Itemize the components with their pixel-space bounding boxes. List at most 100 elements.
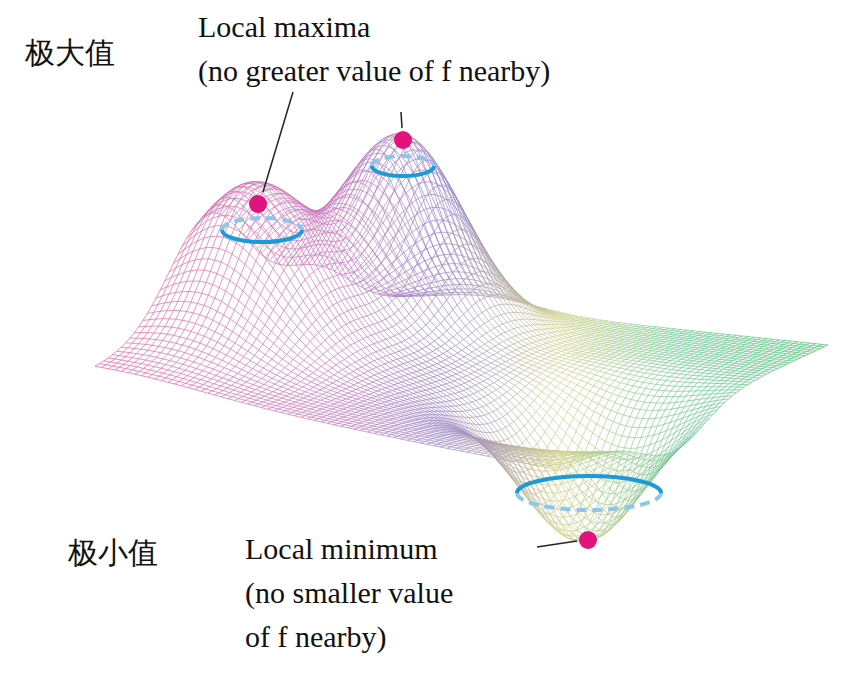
mesh-line	[213, 311, 217, 320]
mesh-line	[254, 227, 260, 233]
mesh-line	[421, 280, 425, 285]
mesh-line	[169, 319, 176, 320]
mesh-line	[217, 311, 224, 315]
mesh-line	[108, 366, 112, 369]
mesh-line	[150, 339, 157, 340]
mesh-line	[145, 344, 152, 345]
mesh-line	[115, 370, 122, 371]
mesh-line	[330, 224, 334, 225]
mesh-line	[194, 378, 201, 380]
mesh-line	[171, 319, 175, 327]
mesh-line	[380, 150, 384, 153]
mesh-line	[252, 261, 256, 271]
mesh-line	[254, 288, 260, 295]
mesh-line	[189, 362, 193, 366]
mesh-line	[144, 365, 148, 368]
mesh-line	[239, 329, 243, 336]
mesh-line	[150, 370, 157, 372]
mesh-line	[119, 367, 126, 368]
mesh-line	[219, 324, 226, 328]
mesh-line	[115, 359, 122, 360]
mesh-line	[189, 347, 196, 349]
mesh-line	[219, 315, 223, 324]
mesh-line	[245, 192, 252, 194]
mesh-line	[206, 271, 210, 282]
mesh-line	[450, 254, 454, 263]
mesh-line	[148, 375, 152, 378]
mesh-line	[231, 349, 238, 353]
mesh-line	[198, 326, 202, 334]
mesh-line	[172, 380, 179, 382]
mesh-line	[245, 306, 252, 312]
mesh-line	[186, 381, 190, 384]
mesh-line	[126, 338, 130, 343]
mesh-line	[108, 355, 112, 358]
mesh-line	[168, 382, 175, 384]
mesh-line	[179, 364, 183, 368]
mesh-line	[182, 239, 186, 247]
mesh-line	[185, 322, 189, 330]
mesh-line	[243, 187, 249, 188]
mesh-line	[224, 339, 228, 346]
mesh-line	[123, 352, 130, 353]
mesh-line	[224, 346, 231, 350]
mesh-line	[256, 243, 262, 250]
mesh-line	[156, 340, 163, 341]
mesh-line	[439, 293, 445, 294]
mesh-line	[247, 281, 254, 288]
mesh-line	[265, 277, 269, 286]
mesh-line	[248, 321, 255, 327]
mesh-line	[163, 370, 167, 373]
mesh-line	[204, 329, 208, 337]
mesh-line	[135, 359, 139, 363]
mesh-line	[467, 285, 473, 286]
mesh-line	[183, 364, 190, 366]
mesh-line	[196, 368, 203, 370]
mesh-line	[182, 320, 189, 321]
mesh-line	[154, 333, 161, 334]
mesh-line	[169, 335, 173, 342]
mesh-line	[134, 344, 138, 349]
mesh-line	[165, 365, 172, 367]
mesh-line	[250, 297, 257, 304]
mesh-line	[150, 367, 154, 370]
mesh-line	[133, 367, 137, 370]
mesh-line	[228, 296, 232, 306]
mesh-line	[161, 353, 168, 355]
mesh-line	[200, 248, 207, 249]
mesh-line	[188, 372, 192, 375]
mesh-line	[158, 319, 162, 326]
mesh-line	[258, 188, 262, 192]
mesh-line	[137, 364, 141, 367]
mesh-line	[185, 347, 189, 353]
mesh-line	[217, 262, 221, 273]
mesh-line	[243, 329, 250, 334]
mesh-line	[252, 312, 258, 318]
mesh-line	[426, 207, 432, 209]
mesh-line	[218, 360, 222, 365]
mesh-line	[112, 351, 116, 355]
mesh-line	[237, 315, 241, 324]
mesh-line	[231, 343, 235, 349]
mesh-line	[209, 373, 216, 375]
mesh-line	[163, 354, 167, 359]
mesh-line	[122, 371, 129, 372]
mesh-line	[121, 360, 128, 361]
mesh-line	[157, 368, 161, 371]
mesh-line	[190, 381, 197, 383]
mesh-line	[228, 306, 235, 311]
mesh-line	[141, 364, 148, 366]
mesh-line	[362, 218, 366, 223]
mesh-line	[148, 350, 155, 351]
mesh-line	[232, 254, 239, 259]
mesh-line	[450, 279, 456, 280]
mesh-line	[243, 281, 247, 291]
mesh-line	[195, 324, 202, 326]
mesh-line	[213, 248, 220, 249]
mesh-line	[137, 367, 144, 369]
mesh-line	[204, 305, 211, 308]
mesh-line	[128, 358, 132, 362]
mesh-line	[200, 281, 207, 282]
mesh-line	[181, 383, 185, 386]
mesh-line	[350, 189, 354, 197]
